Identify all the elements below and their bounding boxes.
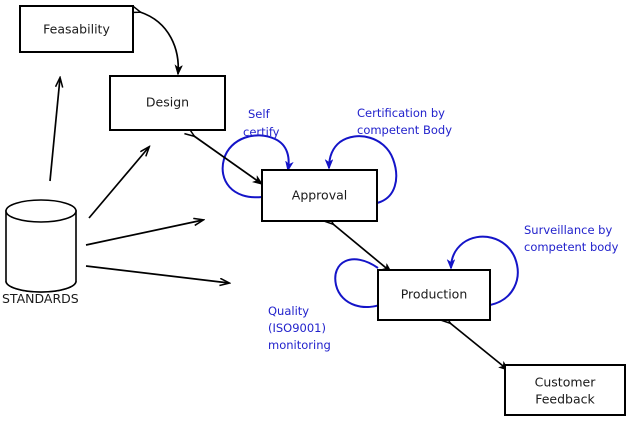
annotation-quality-line1: Quality — [268, 304, 309, 318]
edge-feasability-design — [140, 12, 178, 74]
annotation-self-certify-line2: certify — [243, 125, 280, 139]
node-production[interactable]: Production — [377, 269, 491, 321]
node-feasability[interactable]: Feasability — [19, 5, 134, 53]
node-approval-label: Approval — [292, 188, 347, 203]
node-approval[interactable]: Approval — [261, 169, 378, 222]
node-design-label: Design — [146, 95, 189, 110]
node-production-label: Production — [401, 287, 468, 302]
edge-standards-approval — [85, 220, 203, 246]
annotation-certification-line2: competent Body — [357, 123, 452, 137]
node-feasability-label: Feasability — [43, 22, 110, 37]
annotation-quality: Quality (ISO9001) monitoring — [268, 304, 331, 352]
annotation-quality-line3: monitoring — [268, 338, 331, 352]
node-standards[interactable]: STANDARDS — [2, 199, 79, 306]
edge-design-approval — [194, 136, 262, 184]
edge-standards-production — [85, 265, 229, 283]
edge-standards-design — [88, 147, 149, 219]
node-design[interactable]: Design — [109, 75, 226, 131]
node-customer-feedback-label-line2: Feedback — [535, 392, 595, 407]
node-customer-feedback[interactable]: Customer Feedback — [504, 364, 626, 416]
edge-production-customer-feedback — [450, 323, 508, 370]
certification-loop — [329, 135, 398, 204]
annotation-quality-line2: (ISO9001) — [268, 321, 326, 335]
annotation-surveillance-line1: Surveillance by — [524, 223, 612, 237]
node-standards-label: STANDARDS — [2, 291, 79, 306]
annotation-certification-line1: Certification by — [357, 106, 445, 120]
edge-approval-production — [333, 224, 391, 272]
surveillance-loop — [451, 235, 519, 306]
annotation-surveillance-line2: competent body — [524, 240, 619, 254]
node-customer-feedback-label-line1: Customer — [535, 375, 597, 390]
edge-standards-feasability — [49, 78, 60, 182]
annotation-self-certify-line1: Self — [248, 107, 271, 121]
annotation-certification: Certification by competent Body — [357, 106, 452, 137]
annotation-self-certify: Self certify — [243, 107, 280, 139]
annotation-surveillance: Surveillance by competent body — [524, 223, 619, 254]
